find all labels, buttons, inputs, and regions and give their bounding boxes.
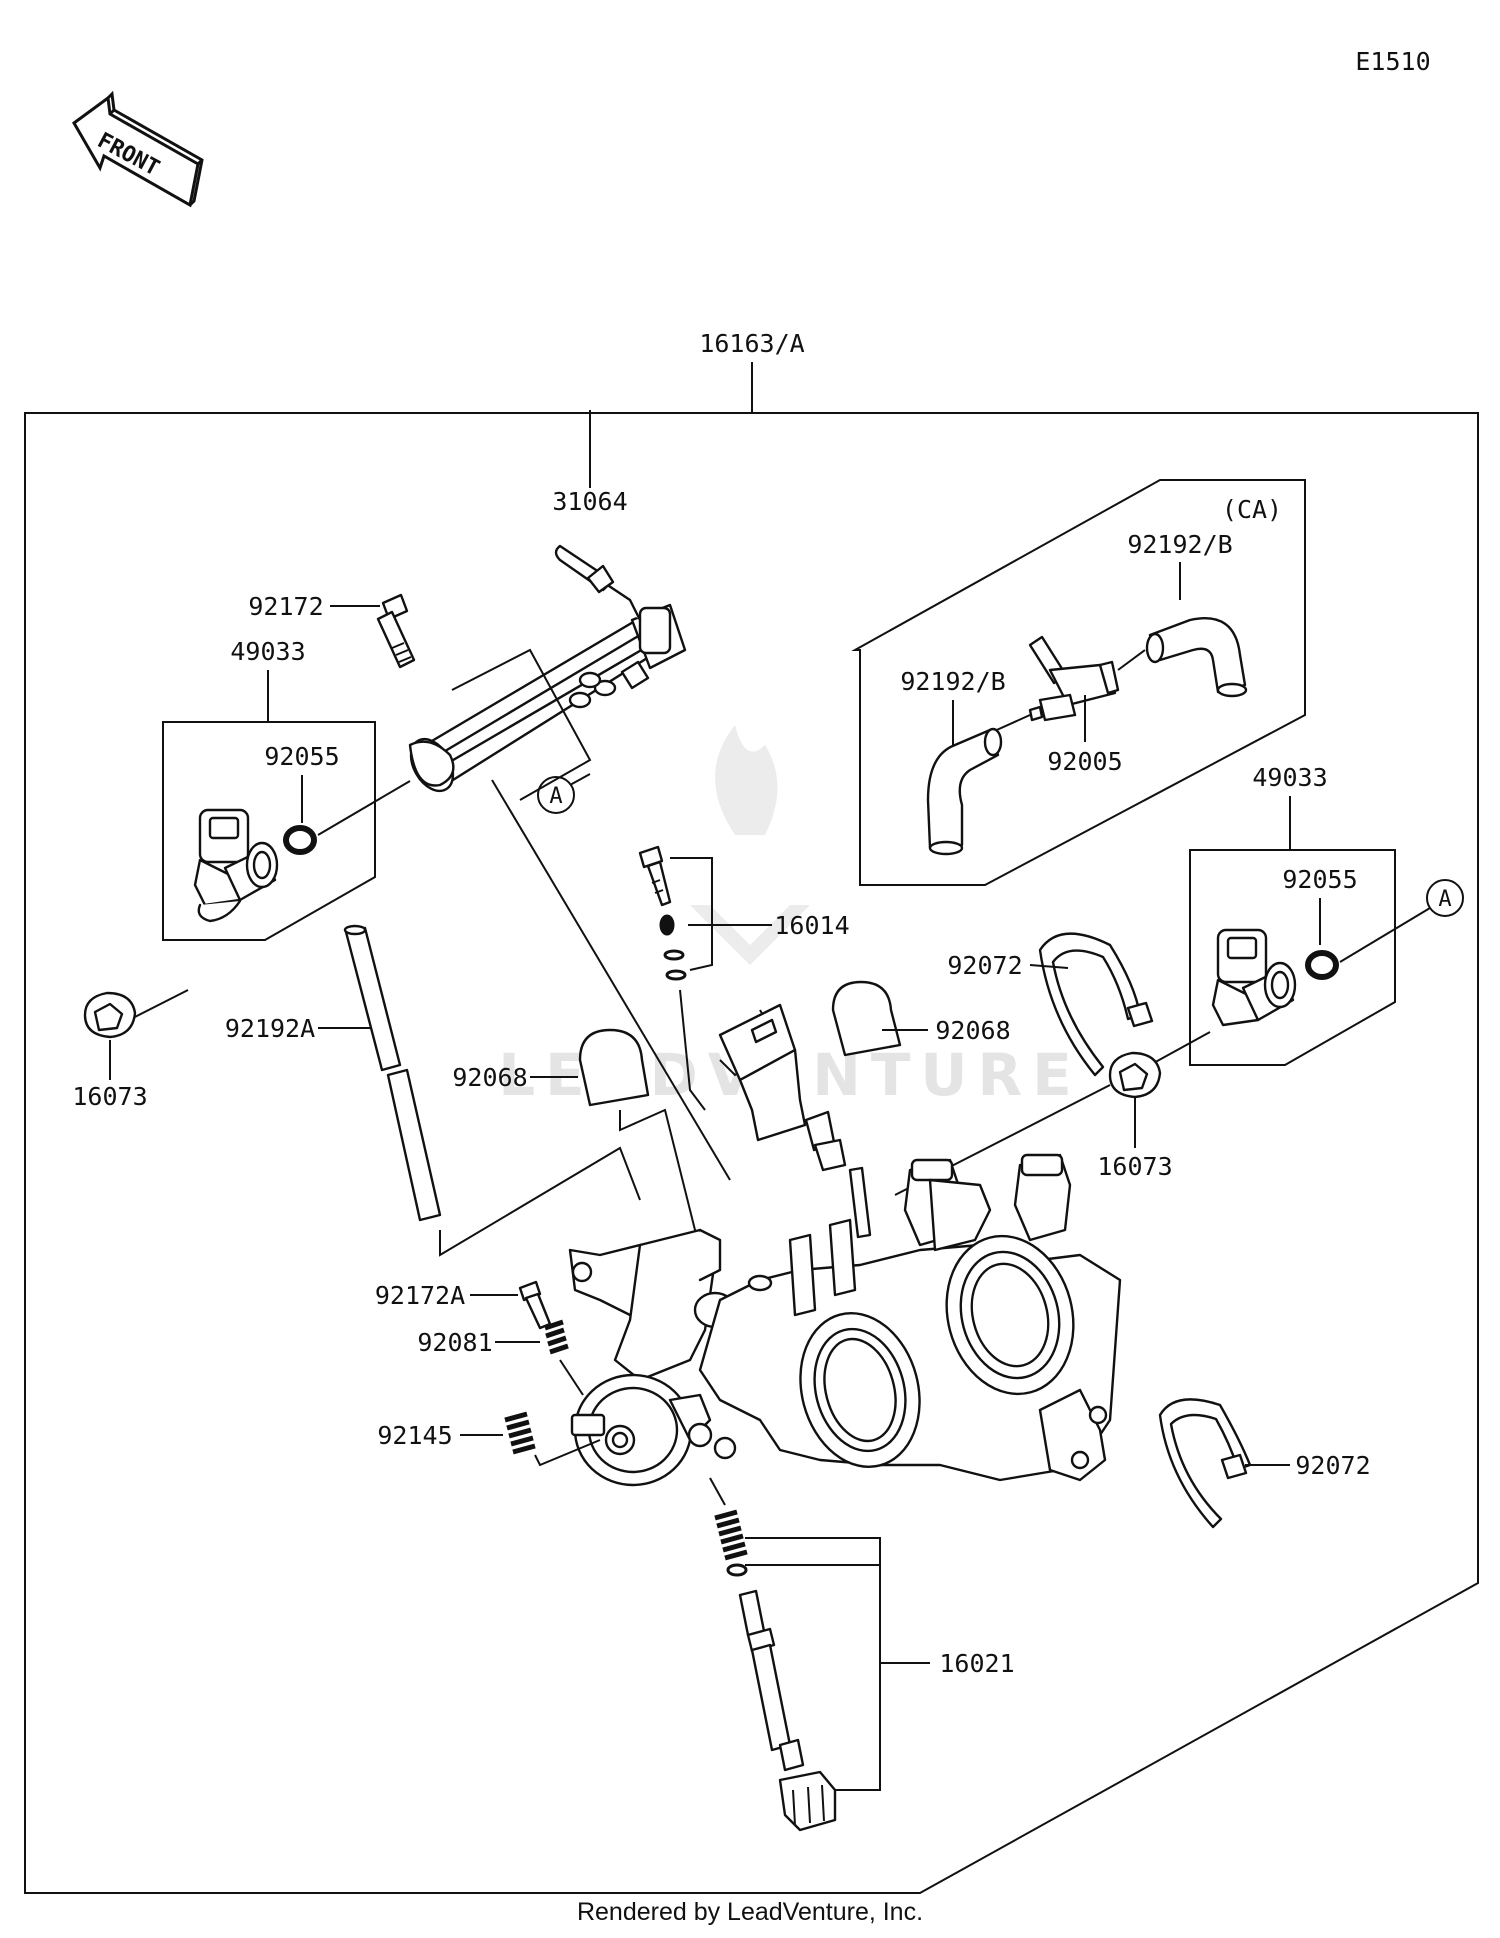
footer-credit: Rendered by LeadVenture, Inc. <box>576 1898 924 1926</box>
callout-92068-right: 92068 <box>935 1016 1010 1045</box>
ref-a-left: A <box>549 784 562 809</box>
callout-92192b-left: 92192/B <box>900 667 1005 696</box>
cap-92068-left <box>578 1028 650 1107</box>
throttle-body <box>568 1153 1122 1482</box>
washer-16073-right <box>1108 1051 1162 1099</box>
callout-49033-right: 49033 <box>1252 763 1327 792</box>
spring-92145 <box>504 1411 536 1455</box>
callout-92072-bottom: 92072 <box>1295 1451 1370 1480</box>
cable-tie-92072-top <box>1038 932 1154 1077</box>
callout-92172A: 92172A <box>375 1281 465 1310</box>
callout-16014: 16014 <box>774 911 849 940</box>
washer-16073-left <box>83 991 137 1039</box>
callout-16073-right: 16073 <box>1097 1152 1172 1181</box>
o-ring-right <box>1305 950 1339 980</box>
assembly-label: 16163/A <box>699 329 804 358</box>
injector-right-bracket <box>1189 796 1396 1066</box>
diagram-code: E1510 <box>1355 47 1430 76</box>
hose-92192b-top <box>1145 617 1248 698</box>
callout-92081: 92081 <box>417 1328 492 1357</box>
spring-92081 <box>544 1319 569 1355</box>
throttle-wheel <box>570 1373 737 1487</box>
callout-92068-left: 92068 <box>452 1063 527 1092</box>
callout-92055-left: 92055 <box>264 742 339 771</box>
callout-92192A: 92192A <box>225 1014 315 1043</box>
screw-92172A <box>518 1280 552 1330</box>
ref-a-right: A <box>1438 887 1451 912</box>
fuel-rail-leaders <box>451 410 731 1181</box>
callout-16073-left: 16073 <box>72 1082 147 1111</box>
injector-right <box>1211 928 1297 1027</box>
callout-92072-top: 92072 <box>947 951 1022 980</box>
idle-screw-16021 <box>714 1509 837 1832</box>
t-fitting-92005 <box>1028 635 1120 722</box>
callout-92172: 92172 <box>248 592 323 621</box>
callout-ca: (CA) <box>1222 495 1282 524</box>
screw-92172 <box>376 593 416 669</box>
ref-a-right-circle <box>1426 879 1464 917</box>
callout-92005: 92005 <box>1047 747 1122 776</box>
cable-tie-92072-bottom <box>1158 1398 1252 1529</box>
injector-left-bracket <box>162 670 376 941</box>
assembly-frame <box>24 362 1479 1894</box>
fuel-rail <box>408 544 687 793</box>
hose-92192b-left <box>926 727 1003 856</box>
cap-92068-right <box>831 980 902 1057</box>
callout-31064: 31064 <box>552 487 627 516</box>
callout-92145: 92145 <box>377 1421 452 1450</box>
callout-92192b-top: 92192/B <box>1127 530 1232 559</box>
injector-left <box>193 808 279 923</box>
hose-92192A <box>343 924 442 1222</box>
tps-connector <box>718 1003 847 1172</box>
callout-92055-right: 92055 <box>1282 865 1357 894</box>
callout-49033-left: 49033 <box>230 637 305 666</box>
front-arrow-icon: FRONT <box>72 90 204 208</box>
o-ring-left <box>283 825 317 855</box>
sensor-parts-16014 <box>638 845 687 981</box>
ca-group-frame <box>851 479 1306 886</box>
ref-a-left-circle <box>537 776 575 814</box>
callout-16021: 16021 <box>939 1649 1014 1678</box>
